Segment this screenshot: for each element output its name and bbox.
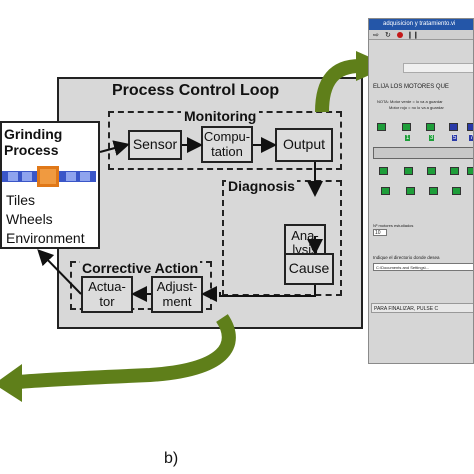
motor-bar [373,147,473,159]
motor-toggle[interactable] [450,167,459,175]
motor-toggle[interactable] [427,167,436,175]
motor-toggle[interactable] [404,167,413,175]
run-continuous-icon[interactable]: ↻ [385,32,391,39]
header-field [403,63,473,73]
motor-toggle[interactable] [377,123,386,131]
adjustment-box: Adjust- ment [151,276,203,313]
motor-number: 1 [405,135,411,141]
finish-button[interactable]: PARA FINALIZAR, PULSE C [371,303,473,313]
motor-number: 3 [429,135,435,141]
labview-window: adquisicion y tratamiento.vi ⇨ ↻ ❙❙ ELIJ… [368,18,474,364]
motor-number: 5 [452,135,458,141]
motor-toggle[interactable] [381,187,390,195]
motors-label: ELIJA LOS MOTORES QUE [373,84,449,90]
abort-icon[interactable] [397,32,403,38]
motor-number: 7 [469,135,474,141]
motor-toggle[interactable] [429,187,438,195]
directory-label: Indique el directorio donde desea [373,255,440,260]
corrective-action-title: Corrective Action [80,260,201,276]
grinding-item-environment: Environment [6,230,85,246]
diagnosis-title: Diagnosis [226,178,297,194]
process-control-loop-title: Process Control Loop [112,82,280,99]
pause-icon[interactable]: ❙❙ [407,32,419,39]
toolbar: ⇨ ↻ ❙❙ [369,30,473,40]
count-input[interactable]: 10 [373,229,387,236]
motor-toggle[interactable] [379,167,388,175]
count-label: Nº motores estudiados [373,223,414,228]
note-line-1: NOTA: Motor verde = lo va a guardar [377,99,443,104]
figure-caption: b) [164,450,179,467]
monitoring-title: Monitoring [181,108,260,124]
motor-toggle[interactable] [467,123,473,131]
directory-value: C:\Documents and Settings\... [376,265,430,270]
grinding-process-title: Grinding Process [4,126,63,159]
directory-input[interactable]: C:\Documents and Settings\... [373,263,473,271]
window-title-bar: adquisicion y tratamiento.vi [369,19,473,30]
run-arrow-icon[interactable]: ⇨ [373,32,379,39]
window-title: adquisicion y tratamiento.vi [383,21,456,27]
motor-toggle[interactable] [426,123,435,131]
count-value: 10 [375,230,381,236]
motor-toggle[interactable] [449,123,458,131]
finish-label: PARA FINALIZAR, PULSE C [374,306,439,312]
motor-toggle[interactable] [402,123,411,131]
sensor-box: Sensor [128,130,182,160]
motor-toggle[interactable] [406,187,415,195]
note-line-2: Motor rojo = no lo va a guardar [389,105,444,110]
grinding-item-tiles: Tiles [6,192,36,208]
grinding-item-wheels: Wheels [6,211,53,227]
motor-toggle[interactable] [467,167,473,175]
actuator-box: Actua- tor [81,276,133,313]
motor-toggle[interactable] [452,187,461,195]
